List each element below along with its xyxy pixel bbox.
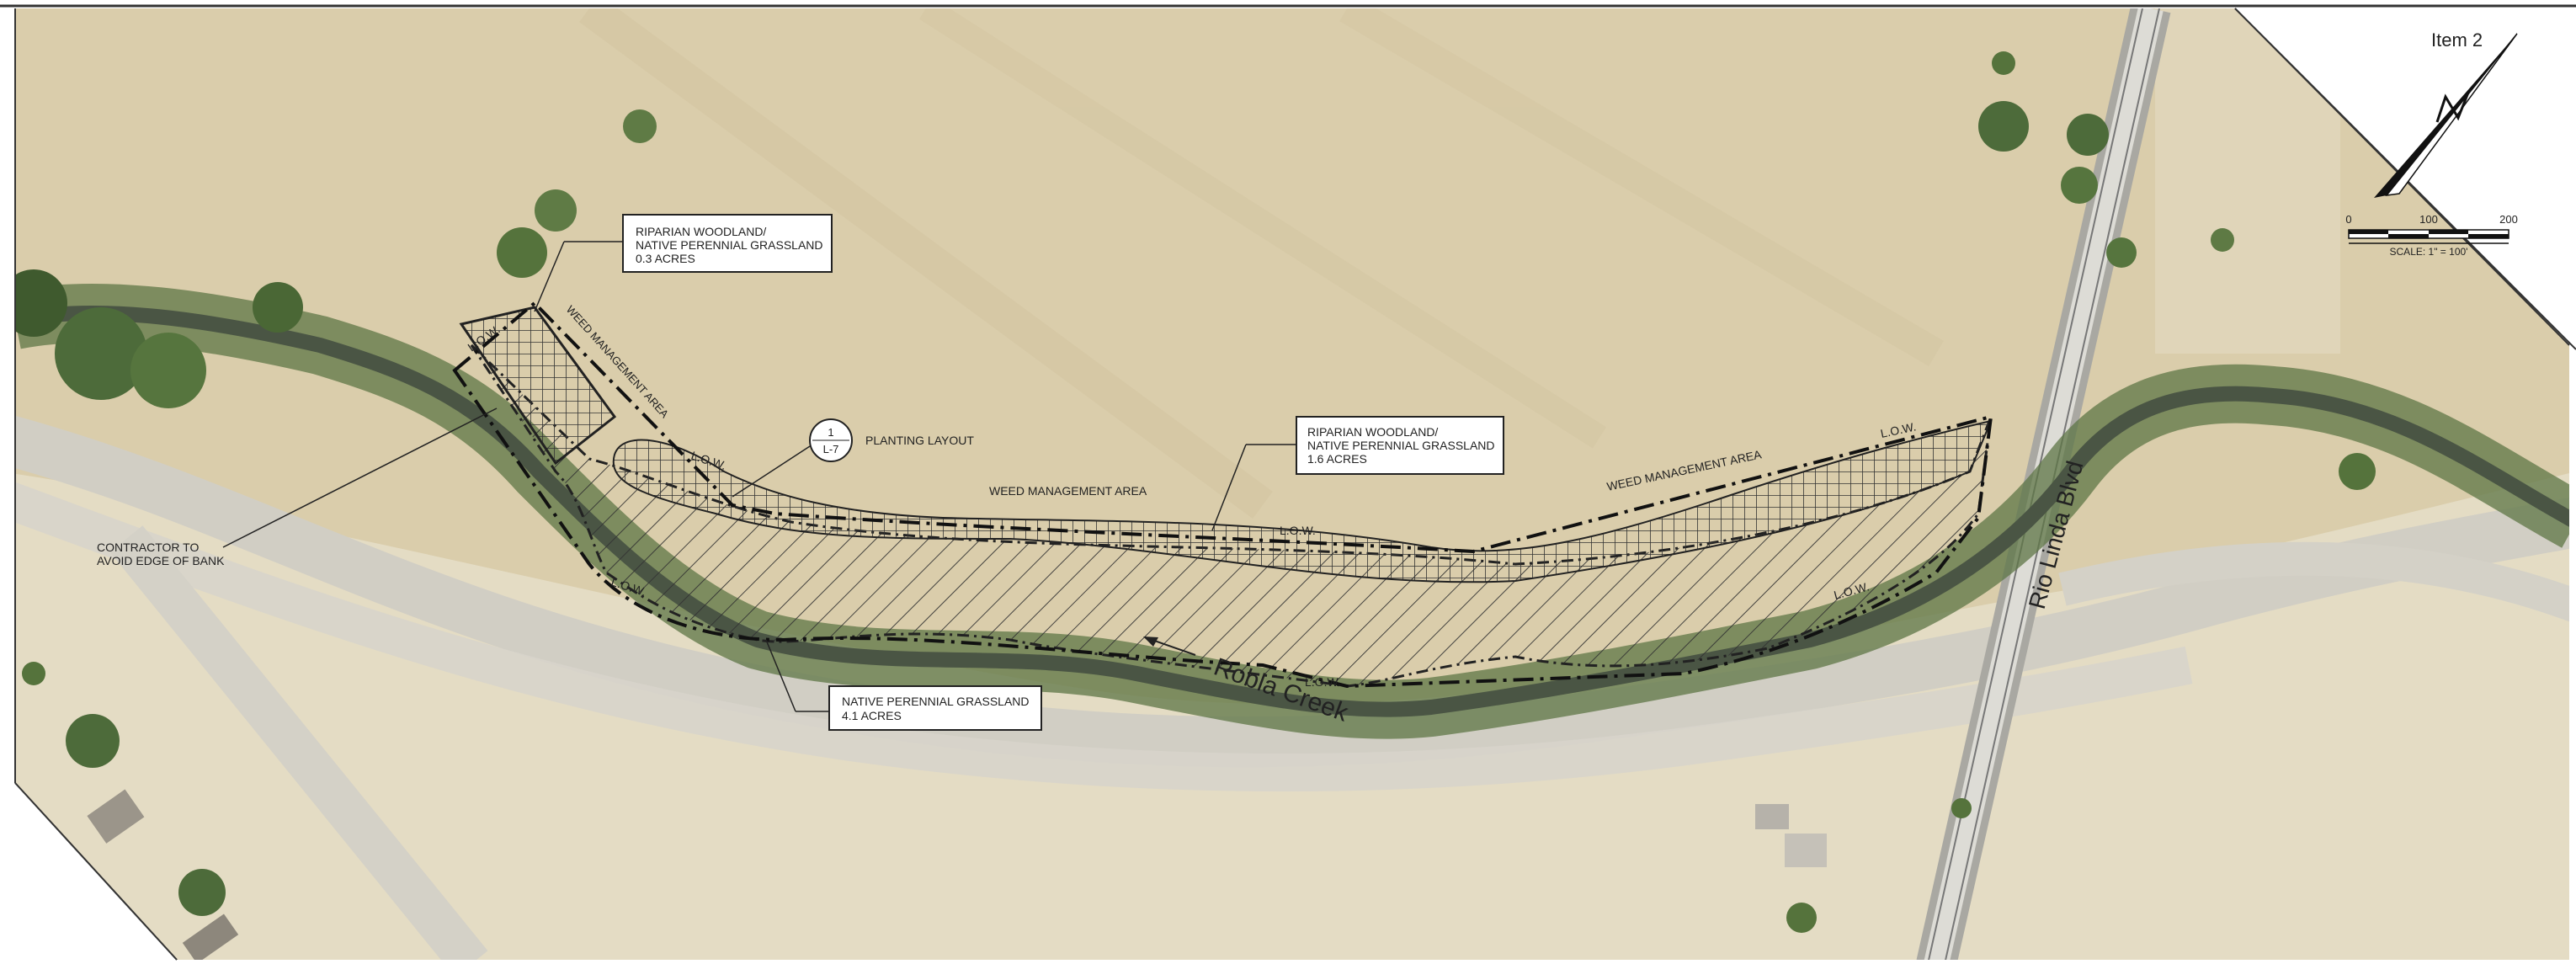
- svg-text:PLANTING LAYOUT: PLANTING LAYOUT: [865, 434, 974, 447]
- svg-text:1: 1: [828, 426, 833, 439]
- north-arrow-icon: [2374, 33, 2518, 198]
- scale-text: SCALE: 1" = 100': [2390, 246, 2468, 258]
- svg-text:0.3 ACRES: 0.3 ACRES: [636, 252, 695, 265]
- item-label: Item 2: [2431, 29, 2483, 51]
- svg-text:AVOID EDGE OF BANK: AVOID EDGE OF BANK: [97, 554, 225, 567]
- riparian-zone-large: [612, 419, 1993, 583]
- callout-riparian-large: RIPARIAN WOODLAND/ NATIVE PERENNIAL GRAS…: [1211, 416, 1504, 531]
- callout-riparian-small: RIPARIAN WOODLAND/ NATIVE PERENNIAL GRAS…: [534, 214, 833, 312]
- svg-text:1.6 ACRES: 1.6 ACRES: [1307, 452, 1367, 466]
- svg-text:4.1 ACRES: 4.1 ACRES: [842, 709, 902, 722]
- svg-text:NATIVE PERENNIAL GRASSLAND: NATIVE PERENNIAL GRASSLAND: [842, 695, 1030, 708]
- svg-text:NATIVE PERENNIAL GRASSLAND: NATIVE PERENNIAL GRASSLAND: [1307, 439, 1495, 452]
- riparian-zone-small: [459, 306, 617, 466]
- limit-of-work-line: [452, 301, 1993, 689]
- svg-text:RIPARIAN WOODLAND/: RIPARIAN WOODLAND/: [1307, 425, 1438, 439]
- scale-tick-200: 200: [2499, 213, 2518, 226]
- weed-area-label-mid: WEED MANAGEMENT AREA: [989, 484, 1147, 498]
- low-label-3: L.O.W.: [1280, 524, 1316, 537]
- planting-detail-callout: 1 L-7 PLANTING LAYOUT: [732, 418, 974, 498]
- svg-text:CONTRACTOR TO: CONTRACTOR TO: [97, 541, 199, 554]
- low-label-7: L.O.W.: [1305, 675, 1341, 689]
- scale-tick-100: 100: [2419, 213, 2438, 226]
- scale-tick-0: 0: [2345, 213, 2351, 226]
- svg-text:RIPARIAN WOODLAND/: RIPARIAN WOODLAND/: [636, 225, 766, 238]
- scale-bar: 0 100 200 SCALE: 1" = 100': [2345, 213, 2517, 258]
- planting-zones: [452, 301, 1993, 689]
- svg-text:L-7: L-7: [823, 443, 839, 455]
- svg-text:NATIVE PERENNIAL GRASSLAND: NATIVE PERENNIAL GRASSLAND: [636, 238, 823, 252]
- contractor-note: CONTRACTOR TO AVOID EDGE OF BANK: [97, 407, 498, 567]
- native-grassland-zone: [470, 344, 1993, 688]
- callout-native-grassland: NATIVE PERENNIAL GRASSLAND 4.1 ACRES: [765, 639, 1042, 731]
